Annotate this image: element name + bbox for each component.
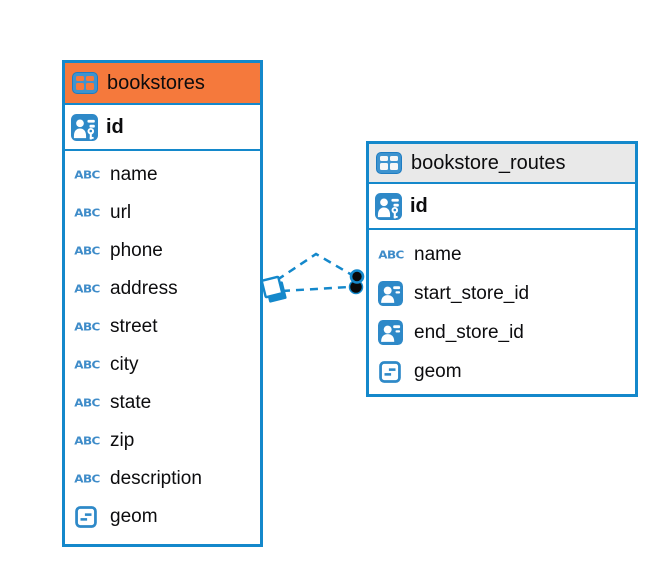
table-title: bookstores [107,71,205,94]
column-row[interactable]: geom [65,498,260,536]
column-row[interactable]: geom [369,352,635,391]
primary-key-name: id [410,194,428,217]
column-name: end_store_id [414,321,524,343]
column-name: state [110,392,152,413]
text-type-icon: ABC [74,168,100,182]
column-row[interactable]: ABC name [65,156,260,194]
primary-key-row[interactable]: id [369,184,635,230]
column-name: url [110,202,132,223]
primary-key-row[interactable]: id [65,105,260,151]
column-name: city [110,354,139,375]
text-type-icon: ABC [74,358,100,372]
column-row[interactable]: ABC description [65,460,260,498]
text-type-icon: ABC [74,472,100,486]
column-row[interactable]: ABC url [65,194,260,232]
table-title: bookstore_routes [411,151,566,174]
text-type-icon: ABC [74,396,100,410]
column-name: phone [110,240,163,261]
relationship-line[interactable] [281,285,350,293]
column-row[interactable]: ABC zip [65,422,260,460]
column-row[interactable]: ABC name [369,235,635,274]
column-row[interactable]: ABC city [65,346,260,384]
table-header[interactable]: bookstore_routes [369,144,635,184]
column-row[interactable]: ABC state [65,384,260,422]
column-name: geom [414,360,462,382]
column-list: ABC name ABC url ABC phone ABC address A… [65,151,260,536]
column-name: zip [110,430,135,451]
table-header[interactable]: bookstores [65,63,260,105]
person-key-icon [71,114,98,141]
column-row[interactable]: ABC street [65,308,260,346]
column-name: geom [110,506,158,527]
relationship-source-marker[interactable] [260,275,287,303]
column-name: description [110,468,202,489]
column-row[interactable]: end_store_id [369,313,635,352]
geometry-type-icon [379,361,401,383]
column-list: ABC name start_store_id end_store_id geo… [369,230,635,391]
table-grid-icon [72,72,98,94]
column-row[interactable]: start_store_id [369,274,635,313]
text-type-icon: ABC [74,206,100,220]
column-name: street [110,316,158,337]
column-name: address [110,278,178,299]
relationship-target-marker[interactable] [348,269,365,295]
text-type-icon: ABC [74,282,100,296]
table-bookstore-routes[interactable]: bookstore_routes id ABC name start_store… [366,141,638,397]
column-row[interactable]: ABC address [65,270,260,308]
reference-type-icon [378,320,403,345]
table-grid-icon [376,152,402,174]
text-type-icon: ABC [74,244,100,258]
text-type-icon: ABC [378,248,404,261]
column-name: name [414,243,462,265]
person-key-icon [375,193,402,220]
column-row[interactable]: ABC phone [65,232,260,270]
table-bookstores[interactable]: bookstores id ABC name ABC url ABC phone… [62,60,263,547]
reference-type-icon [378,281,403,306]
text-type-icon: ABC [74,434,100,448]
geometry-type-icon [75,506,97,528]
text-type-icon: ABC [74,320,100,334]
column-name: start_store_id [414,282,530,304]
column-name: name [110,164,158,185]
primary-key-name: id [106,115,124,138]
relationship-line[interactable] [276,252,353,282]
